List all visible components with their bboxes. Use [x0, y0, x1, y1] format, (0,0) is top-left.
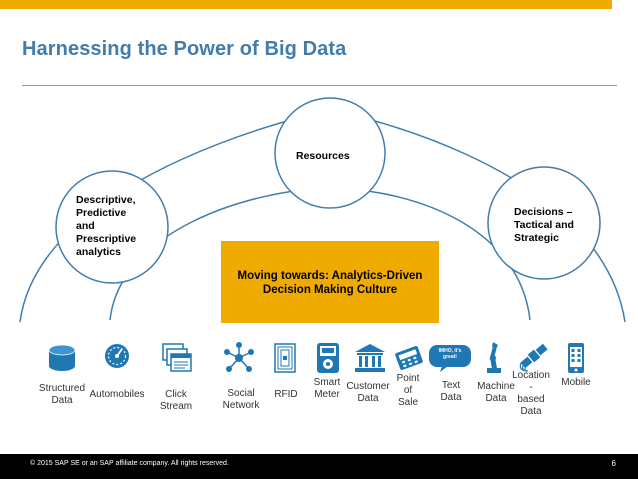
source-label-line: Point	[396, 373, 420, 384]
source-label-line: Data	[520, 406, 542, 417]
source-label-line: Automobiles	[89, 389, 145, 400]
source-label-machine-data: Machine Data	[474, 381, 518, 405]
source-label-line: Click	[165, 389, 187, 400]
source-label-line: of	[403, 385, 413, 396]
network-nodes-icon	[224, 342, 254, 372]
source-label-line: RFID	[274, 389, 298, 400]
footer-bar: © 2015 SAP SE or an SAP affiliate compan…	[0, 454, 638, 479]
source-label-line: based	[517, 394, 545, 405]
source-label-line: Location	[512, 370, 550, 381]
left-circle	[55, 170, 169, 284]
meter-icon	[317, 343, 339, 373]
left-label-line: Prescriptive	[76, 233, 137, 245]
source-label-social-network: Social Network	[217, 388, 265, 412]
resources-circle	[274, 97, 386, 209]
left-circle-label: Descriptive, Predictive and Prescriptive…	[76, 194, 136, 259]
source-label-line: Text	[441, 380, 461, 391]
database-icon	[48, 344, 76, 371]
source-label-line: Data	[485, 393, 507, 404]
source-label-customer-data: Customer Data	[344, 381, 392, 405]
source-label-line: Smart	[313, 377, 341, 388]
source-label-location-data: Location - based Data	[510, 370, 552, 418]
source-label-line: Sale	[397, 397, 418, 408]
bubble-text-line: great!	[443, 354, 457, 360]
right-label-line: Strategic	[514, 232, 559, 244]
gauge-icon	[105, 344, 129, 368]
satellite-icon	[519, 342, 549, 372]
source-label-line: Stream	[159, 401, 193, 412]
top-accent-bar	[0, 0, 638, 9]
source-label-line: Social	[227, 388, 255, 399]
title-divider	[22, 85, 617, 86]
source-label-point-of-sale: Point of Sale	[392, 373, 424, 409]
source-label-line: -	[529, 382, 533, 393]
left-label-line: analytics	[76, 246, 121, 258]
source-label-automobiles: Automobiles	[88, 389, 146, 401]
left-label-line: Descriptive,	[76, 194, 136, 206]
bubble-text-line: IMHO, it's	[438, 348, 462, 354]
bank-building-icon	[355, 344, 385, 372]
callout-line-2: Decision Making Culture	[262, 284, 398, 296]
source-label-line: Customer	[346, 381, 390, 392]
left-label-line: and	[76, 220, 95, 232]
top-accent-gap	[612, 0, 638, 9]
source-label-click-stream: Click Stream	[154, 389, 198, 413]
smartphone-icon	[568, 343, 584, 373]
left-label-line: Predictive	[76, 207, 127, 219]
source-label-line: Meter	[314, 389, 340, 400]
source-label-line: Data	[51, 395, 73, 406]
slide-title: Harnessing the Power of Big Data	[22, 38, 347, 60]
source-label-text-data: Text Data	[432, 380, 470, 404]
right-label-line: Decisions –	[514, 206, 573, 218]
source-label-line: Network	[222, 400, 260, 411]
speech-bubble-icon: IMHO, it's great!	[428, 344, 472, 372]
copyright-text: © 2015 SAP SE or an SAP affiliate compan…	[30, 460, 229, 467]
robot-arm-icon	[487, 342, 501, 373]
source-label-rfid: RFID	[270, 389, 302, 401]
rfid-tag-icon	[274, 343, 296, 373]
source-label-line: Data	[440, 392, 462, 403]
right-label-line: Tactical and	[514, 219, 574, 231]
center-callout: Moving towards: Analytics-Driven Decisio…	[221, 241, 439, 323]
browser-windows-icon	[162, 343, 192, 372]
source-label-line: Structured	[38, 383, 86, 394]
card-reader-icon	[395, 346, 423, 370]
source-label-structured-data: Structured Data	[37, 383, 87, 407]
right-circle	[487, 166, 601, 280]
source-label-mobile: Mobile	[557, 377, 595, 389]
source-label-line: Data	[357, 393, 379, 404]
callout-line-1: Moving towards: Analytics-Driven	[237, 270, 423, 282]
right-circle-label: Decisions – Tactical and Strategic	[514, 206, 574, 245]
source-label-smart-meter: Smart Meter	[308, 377, 346, 401]
resources-label: Resources	[296, 150, 350, 162]
source-label-line: Machine	[477, 381, 515, 392]
page-number: 6	[611, 459, 616, 468]
source-label-line: Mobile	[561, 377, 591, 388]
